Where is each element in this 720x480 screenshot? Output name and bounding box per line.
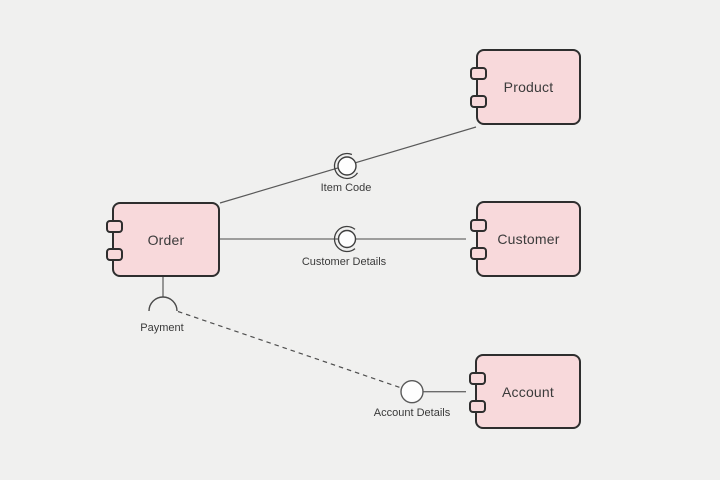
- port-icon: [469, 372, 486, 385]
- account-details-ball-icon[interactable]: [400, 380, 424, 404]
- component-account-label: Account: [502, 383, 554, 400]
- customer-details-label: Customer Details: [301, 256, 387, 268]
- port-icon: [469, 400, 486, 413]
- item-code-ball-icon[interactable]: [337, 156, 357, 176]
- component-order-label: Order: [147, 231, 185, 248]
- customer-details-socket-icon[interactable]: [333, 225, 356, 253]
- payment-label: Payment: [140, 322, 184, 334]
- component-order[interactable]: Order: [106, 202, 220, 277]
- component-customer-label: Customer: [497, 231, 560, 247]
- port-icon: [470, 219, 487, 232]
- component-customer[interactable]: Customer: [470, 201, 581, 277]
- item-code-label: Item Code: [320, 182, 372, 194]
- connector-line-account-details-dashed[interactable]: [177, 310, 404, 390]
- port-icon: [470, 247, 487, 260]
- account-details-label: Account Details: [373, 407, 451, 419]
- component-product[interactable]: Product: [470, 49, 581, 125]
- port-icon: [106, 248, 123, 261]
- component-product-label: Product: [503, 79, 554, 95]
- port-icon: [106, 220, 123, 233]
- port-icon: [470, 67, 487, 80]
- item-code-socket-icon[interactable]: [333, 152, 359, 180]
- component-account[interactable]: Account: [469, 354, 581, 429]
- customer-details-ball-icon[interactable]: [337, 229, 357, 249]
- payment-socket-icon[interactable]: [148, 296, 178, 312]
- port-icon: [470, 95, 487, 108]
